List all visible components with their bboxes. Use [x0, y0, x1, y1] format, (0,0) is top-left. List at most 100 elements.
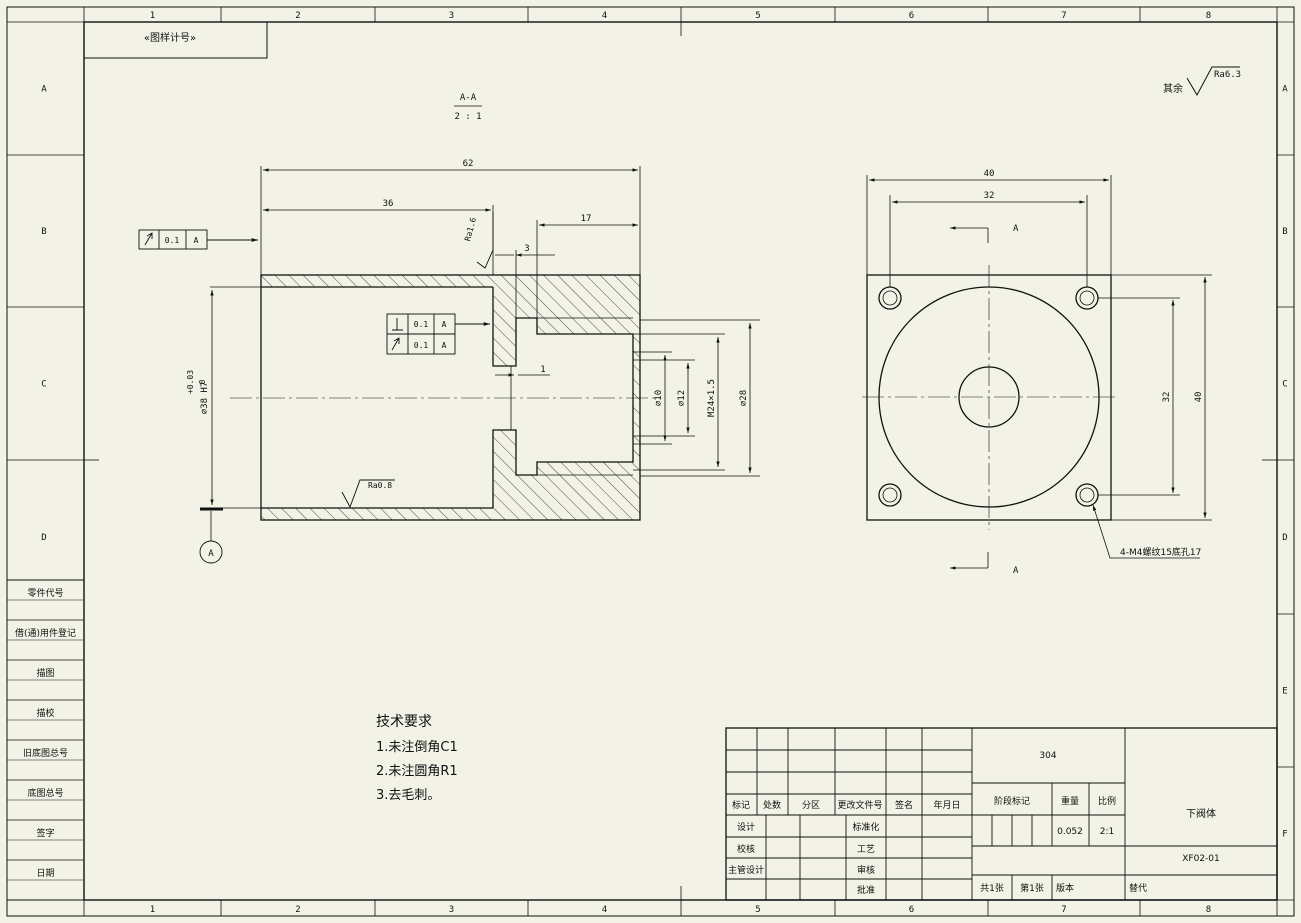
- zone-col-label: 1: [150, 11, 155, 21]
- title-block: [725, 727, 1278, 901]
- dim-bore-tol-upper: +0.03: [186, 370, 195, 394]
- section-view-label: A-A 2 : 1: [454, 93, 482, 122]
- side-table-label: 零件代号: [27, 587, 63, 599]
- end-view: 40 32 32 40 A A 4-M4螺纹15底孔17: [862, 169, 1212, 576]
- tech-req-item: 1.未注倒角C1: [376, 740, 458, 755]
- dim-thread: M24×1.5: [707, 379, 717, 417]
- dim-step: 3: [524, 244, 529, 254]
- role-process: 工艺: [857, 844, 875, 855]
- section-view-scale: 2 : 1: [454, 112, 481, 122]
- dim-d10: ∅10: [654, 390, 664, 406]
- zone-col-label: 3: [449, 905, 454, 915]
- section-view-name: A-A: [460, 93, 477, 103]
- zone-col-label: 1: [150, 905, 155, 915]
- material: 304: [1039, 751, 1056, 761]
- tol-perp-value: 0.1: [414, 320, 429, 329]
- replaces-label: 替代: [1129, 882, 1147, 894]
- zone-col-label: 3: [449, 11, 454, 21]
- sheet-number: 第1张: [1020, 882, 1044, 894]
- header-mark: 标记: [732, 799, 750, 811]
- ra-bottom: Ra0.8: [368, 481, 392, 490]
- header-count: 处数: [763, 799, 781, 811]
- section-view: 62 36 17 3 1 ∅38 H7 +0.03 0 ∅10 ∅12 M24×…: [138, 159, 760, 564]
- tech-req-item: 2.未注圆角R1: [376, 764, 458, 779]
- side-table-label: 底图总号: [27, 787, 63, 799]
- zone-col-label: 2: [295, 905, 300, 915]
- zone-col-label: 6: [909, 905, 914, 915]
- role-chief-design: 主管设计: [728, 864, 764, 876]
- zone-row-label: F: [1282, 830, 1287, 840]
- scale-label: 比例: [1098, 795, 1116, 807]
- surface-note: 其余 Ra6.3: [1163, 66, 1241, 97]
- top-left-tag: «图样计号»: [144, 31, 196, 44]
- header-signature: 签名: [895, 799, 913, 811]
- zone-row-label: C: [41, 380, 46, 390]
- tol-runout2-value: 0.1: [414, 341, 429, 350]
- section-mark-bottom: A: [1013, 566, 1019, 576]
- zone-col-label: 7: [1061, 11, 1066, 21]
- drawing-number: XF02-01: [1182, 854, 1220, 864]
- tol-runout-value: 0.1: [165, 236, 180, 245]
- zone-col-label: 4: [602, 11, 607, 21]
- role-approve: 批准: [857, 884, 875, 896]
- ra-top: Ra1.6: [463, 216, 478, 242]
- dim-d28: ∅28: [739, 390, 749, 406]
- dim-right-length: 17: [581, 214, 592, 224]
- scale-value: 2:1: [1100, 827, 1114, 837]
- surface-note-ra: Ra6.3: [1214, 70, 1241, 80]
- header-zone: 分区: [802, 800, 820, 811]
- dim-bore-tol-lower: 0: [198, 379, 207, 384]
- zone-row-label: C: [1282, 380, 1287, 390]
- dim-left-length: 36: [383, 199, 394, 209]
- role-check: 校核: [737, 843, 755, 855]
- tol-perp-datum: A: [442, 320, 447, 329]
- header-date: 年月日: [933, 799, 960, 811]
- dim-total-length: 62: [463, 159, 474, 169]
- top-left-tag-box: «图样计号»: [83, 21, 268, 59]
- part-name: 下阀体: [1186, 807, 1216, 820]
- stage-label: 阶段标记: [994, 795, 1030, 807]
- zone-col-label: 5: [755, 11, 760, 21]
- sheet-frame: [6, 6, 1295, 917]
- zone-col-label: 4: [602, 905, 607, 915]
- zone-col-label: 2: [295, 11, 300, 21]
- weight-label: 重量: [1061, 795, 1079, 807]
- dim-hole-spacing: 32: [984, 191, 995, 201]
- zone-col-label: 5: [755, 905, 760, 915]
- header-change-doc: 更改文件号: [837, 799, 882, 811]
- zone-col-label: 7: [1061, 905, 1066, 915]
- side-table-label: 描图: [36, 667, 54, 679]
- zone-row-label: A: [1282, 85, 1288, 95]
- dim-end-width: 40: [984, 169, 995, 179]
- title-block-text: 304 阶段标记 重量 比例 0.052 2:1 下阀体 XF02-01 共1张…: [728, 751, 1220, 896]
- zone-row-label: D: [41, 533, 46, 543]
- sheet-count: 共1张: [980, 883, 1004, 894]
- role-standard: 标准化: [852, 821, 879, 833]
- tech-req-title: 技术要求: [376, 714, 432, 730]
- zone-row-label: B: [41, 227, 46, 237]
- side-table-label: 旧底图总号: [23, 747, 68, 759]
- dim-d12: ∅12: [677, 390, 687, 406]
- dim-small-gap: 1: [540, 365, 545, 375]
- technical-requirements: 技术要求 1.未注倒角C1 2.未注圆角R1 3.去毛刺。: [376, 714, 458, 803]
- side-table-label: 描校: [36, 707, 54, 719]
- hole-callout: 4-M4螺纹15底孔17: [1120, 546, 1201, 558]
- side-table-label: 签字: [36, 827, 54, 839]
- weight-value: 0.052: [1057, 827, 1083, 837]
- zone-col-label: 8: [1206, 11, 1211, 21]
- zone-col-label: 6: [909, 11, 914, 21]
- tech-req-item: 3.去毛刺。: [376, 788, 440, 803]
- version-label: 版本: [1056, 882, 1074, 894]
- dim-end-height: 40: [1194, 392, 1204, 403]
- tol-runout-datum: A: [194, 236, 199, 245]
- tol-runout2-datum: A: [442, 341, 447, 350]
- side-table-label: 借(通)用件登记: [15, 627, 76, 639]
- dim-bore: ∅38 H7: [200, 382, 210, 415]
- zone-row-label: A: [41, 85, 47, 95]
- zone-row-label: B: [1282, 227, 1287, 237]
- side-table-label: 日期: [36, 868, 54, 879]
- zone-row-label: E: [1282, 687, 1287, 697]
